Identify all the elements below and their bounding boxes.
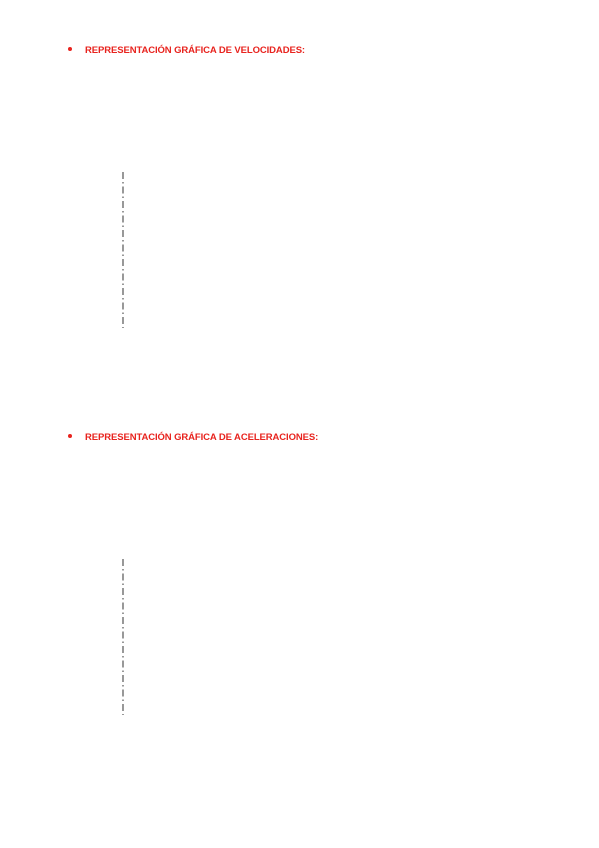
heading-text: REPRESENTACIÓN GRÁFICA DE VELOCIDADES: <box>85 45 305 56</box>
section-heading-accelerations: REPRESENTACIÓN GRÁFICA DE ACELERACIONES: <box>68 432 318 443</box>
section-heading-velocities: REPRESENTACIÓN GRÁFICA DE VELOCIDADES: <box>68 45 305 56</box>
bullet-icon <box>68 434 72 439</box>
mechanism-diagram-accelerations: B C 6 5 4 2 3 A R1 O₁₂ O₁₄ 35° y x y x y… <box>122 559 124 715</box>
mechanism-diagram-velocities: B C 6 5 4 2 3 A R1 O₁₂ O₁₄ 35° y x y x y… <box>122 172 124 328</box>
heading-text: REPRESENTACIÓN GRÁFICA DE ACELERACIONES: <box>85 432 319 443</box>
bullet-icon <box>68 47 72 52</box>
